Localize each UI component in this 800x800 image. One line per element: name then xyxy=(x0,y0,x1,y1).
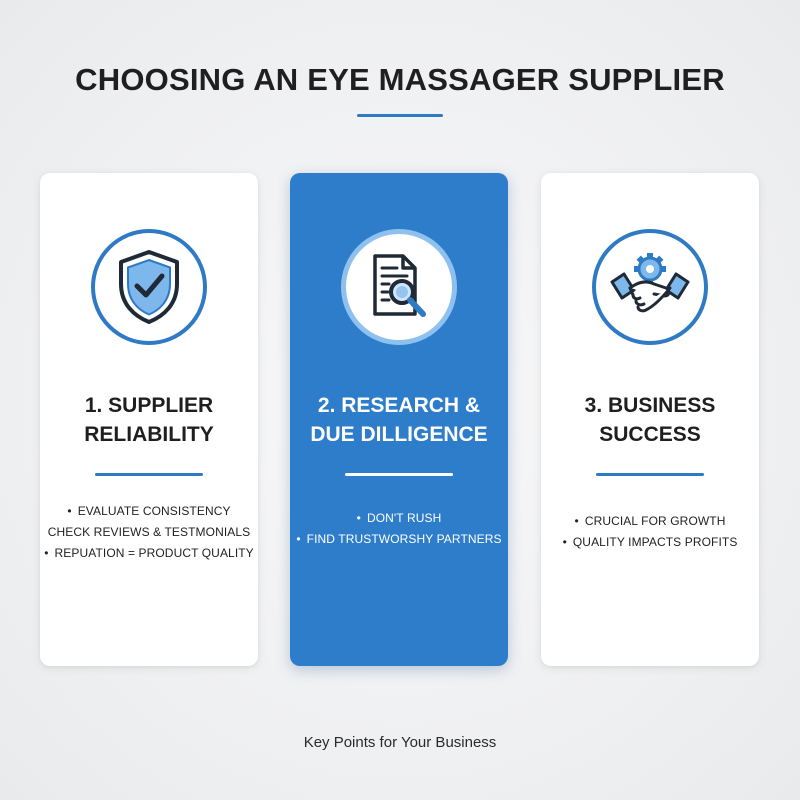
bullet-text: QUALITY IMPACTS PROFITS xyxy=(572,535,738,549)
list-item: • REPUATION = PRODUCT QUALITY xyxy=(40,543,258,564)
page-title: CHOOSING AN EYE MASSAGER SUPPLIER xyxy=(75,62,725,97)
card-title-line: SUCCESS xyxy=(599,423,701,446)
list-item: • CRUCIAL FOR GROWTH xyxy=(541,511,759,532)
list-item: • QUALITY IMPACTS PROFITS xyxy=(541,532,759,553)
list-item: • DON'T RUSH xyxy=(290,508,508,529)
footer-caption: Key Points for Your Business xyxy=(303,734,497,751)
card-title: 3. BUSINESS SUCCESS xyxy=(541,391,759,449)
icon-ring xyxy=(592,229,708,345)
card-title-line: 1. SUPPLIER xyxy=(84,394,214,417)
bullet-text: CHECK REVIEWS & TESTMONIALS xyxy=(47,525,251,539)
bullet-list: • DON'T RUSH • FIND TRUSTWORSHY PARTNERS xyxy=(290,508,508,550)
list-item: • FIND TRUSTWORSHY PARTNERS xyxy=(290,529,508,550)
bullet-text: REPUATION = PRODUCT QUALITY xyxy=(54,546,254,560)
card-research-due-diligence: 2. RESEARCH & DUE DILLIGENCE • DON'T RUSH… xyxy=(290,173,508,666)
card-divider xyxy=(596,473,704,476)
bullet-dot: • xyxy=(44,546,49,560)
shield-check-icon xyxy=(119,250,179,324)
bullet-list: • CRUCIAL FOR GROWTH • QUALITY IMPACTS PRO… xyxy=(541,511,759,553)
list-item: CHECK REVIEWS & TESTMONIALS xyxy=(40,522,258,543)
card-title-line: RELIABILITY xyxy=(84,423,214,446)
card-divider xyxy=(345,473,453,476)
icon-ring xyxy=(91,229,207,345)
list-item: • EVALUATE CONSISTENCY xyxy=(40,501,258,522)
bullet-dot: • xyxy=(296,532,301,546)
card-title-line: DUE DILLIGENCE xyxy=(310,423,488,446)
bullet-text: DON'T RUSH xyxy=(366,511,442,525)
card-supplier-reliability: 1. SUPPLIER RELIABILITY • EVALUATE CONSIS… xyxy=(40,173,258,666)
card-title-line: 2. RESEARCH & xyxy=(317,394,481,417)
card-title: 1. SUPPLIER RELIABILITY xyxy=(40,391,258,449)
bullet-list: • EVALUATE CONSISTENCY CHECK REVIEWS & TE… xyxy=(40,501,258,564)
bullet-text: EVALUATE CONSISTENCY xyxy=(77,504,231,518)
card-divider xyxy=(95,473,203,476)
card-title-line: 3. BUSINESS xyxy=(584,394,716,417)
handshake-gear-icon xyxy=(610,253,690,313)
bullet-dot: • xyxy=(67,504,72,518)
bullet-dot: • xyxy=(356,511,361,525)
card-business-success: 3. BUSINESS SUCCESS • CRUCIAL FOR GROWTH … xyxy=(541,173,759,666)
bullet-text: FIND TRUSTWORSHY PARTNERS xyxy=(306,532,502,546)
bullet-dot: • xyxy=(574,514,579,528)
title-underline xyxy=(357,114,443,117)
icon-ring xyxy=(341,229,457,345)
document-search-icon xyxy=(373,254,426,317)
bullet-dot: • xyxy=(562,535,567,549)
bullet-text: CRUCIAL FOR GROWTH xyxy=(584,514,726,528)
card-title: 2. RESEARCH & DUE DILLIGENCE xyxy=(290,391,508,449)
